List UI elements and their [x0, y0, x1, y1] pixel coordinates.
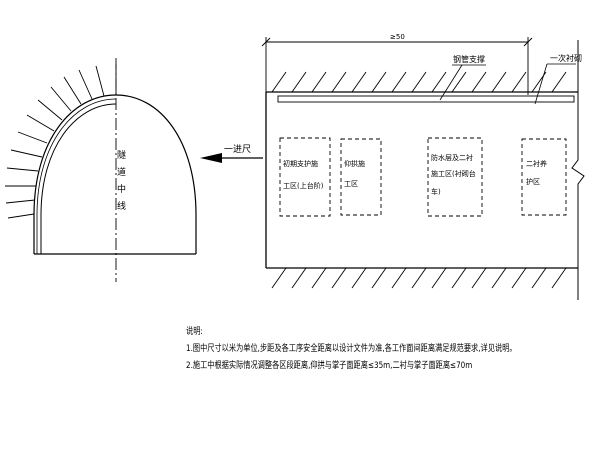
tunnel-mid-lining	[36, 98, 117, 254]
notes-line-2: 2.施工中根据实际情况调整各区段距离,仰拱与掌子面距离≤35m,二衬与掌子面距离…	[186, 361, 473, 371]
zone-label: 工区(上台阶)	[283, 181, 324, 190]
zone-label: 防水层及二衬	[431, 153, 473, 162]
pipe-label: 钢管支撑	[453, 54, 485, 64]
zone-label: 施工区(衬砌台	[431, 169, 476, 178]
pipe-end-label: 一次衬砌	[550, 53, 582, 63]
tunnel-cross-section: 隧道中线	[5, 58, 197, 282]
steel-pipe	[277, 95, 575, 103]
zone-label: 二衬养	[526, 159, 547, 168]
zone-label: 初期支护施	[283, 159, 318, 168]
zone-label: 车)	[431, 187, 441, 196]
work-zone-2: 仰拱施 工区	[340, 138, 382, 216]
advance-direction-arrow: 一进尺	[200, 144, 263, 163]
tunnel-plan-view: ≥50 钢管支	[261, 33, 585, 300]
top-wall-hatching	[271, 71, 567, 93]
pipe-end-leader	[534, 63, 548, 105]
work-zone-4: 二衬养 护区	[521, 138, 567, 216]
bottom-wall-hatching	[271, 267, 567, 289]
anchor-bolts	[5, 64, 117, 219]
notes-block: 说明: 1.图中尺寸以米为单位,步距及各工序安全距离以设计文件为准,各工作面间距…	[186, 324, 586, 375]
zone-label: 仰拱施	[344, 159, 365, 168]
notes-line-1: 1.图中尺寸以米为单位,步距及各工序安全距离以设计文件为准,各工作面间距离满足规…	[186, 344, 517, 354]
centerline-label: 隧道中线	[115, 149, 126, 218]
work-zone-1: 初期支护施 工区(上台阶)	[279, 137, 331, 217]
break-line	[571, 40, 585, 300]
direction-label: 一进尺	[224, 144, 251, 155]
notes-title: 说明:	[186, 327, 203, 337]
zone-label: 护区	[526, 177, 540, 186]
tunnel-inner-lining	[40, 103, 117, 254]
arrow-head	[200, 153, 222, 163]
top-dimension-label: ≥50	[390, 33, 405, 41]
pipe-leader	[439, 64, 463, 101]
top-dimension	[261, 37, 533, 95]
zone-label: 工区	[344, 180, 358, 188]
work-zone-3: 防水层及二衬 施工区(衬砌台 车)	[427, 137, 483, 217]
